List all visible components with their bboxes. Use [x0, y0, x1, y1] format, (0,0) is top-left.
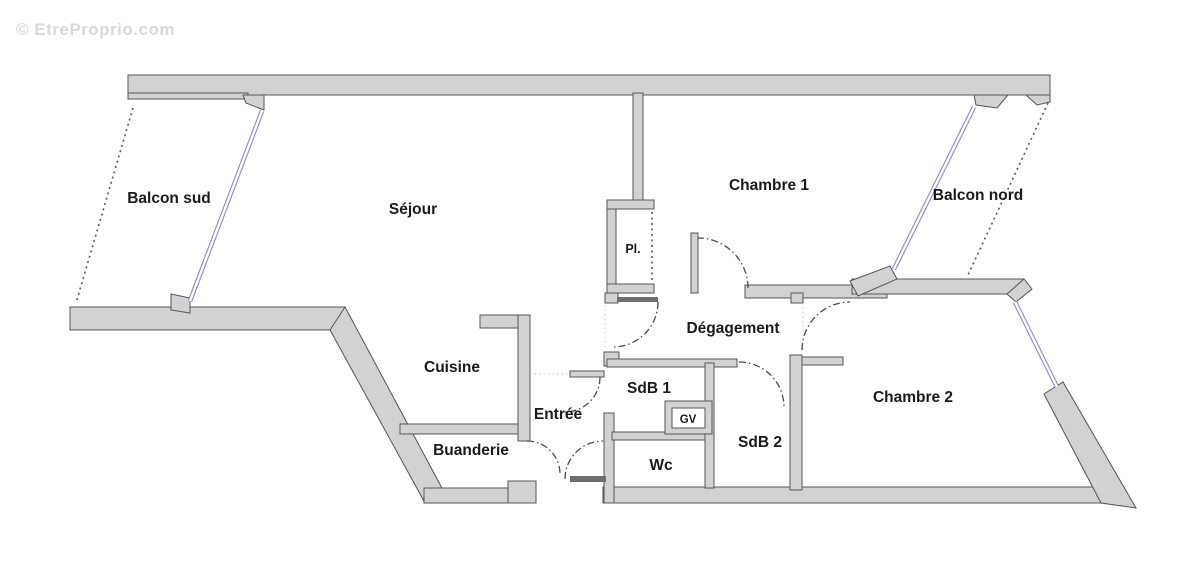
door-leaves	[570, 297, 658, 482]
window-sill	[849, 265, 898, 297]
wall-partition-sejour-entree	[569, 370, 605, 378]
window-sill	[973, 94, 1010, 109]
label-sejour: Séjour	[389, 201, 437, 218]
wall-cuisine-entree	[517, 314, 531, 442]
door-arc-sdb2	[738, 361, 785, 408]
door-leaf-front	[570, 476, 606, 482]
balcony-edges	[75, 102, 1049, 304]
walls	[69, 74, 1137, 509]
door-leaf-degagement	[617, 297, 658, 302]
room-labels: Balcon sud Séjour Chambre 1 Balcon nord …	[127, 177, 1023, 474]
wall-buanderie-top	[399, 423, 519, 435]
label-wc: Wc	[649, 457, 673, 474]
wall-bottom-right	[602, 486, 1124, 504]
wall-chambre1-doorstub	[690, 232, 699, 294]
door-arc-chambre1	[697, 237, 749, 289]
door-arc-front-door	[564, 440, 604, 480]
label-balcon-nord: Balcon nord	[933, 187, 1023, 204]
label-placard: Pl.	[625, 242, 640, 256]
window-sill	[242, 94, 265, 111]
wall-chambre2-arm	[801, 356, 844, 366]
open-boundaries	[530, 303, 804, 375]
label-entree: Entrée	[534, 406, 583, 423]
watermark: © EtreProprio.com	[16, 20, 175, 39]
label-sdb-1: SdB 1	[627, 380, 671, 397]
door-arc-entree-sejour	[564, 376, 601, 413]
label-chambre-1: Chambre 1	[729, 177, 809, 194]
wall-chambre2-left	[789, 354, 803, 491]
wall-top-left-lip	[127, 92, 249, 100]
label-buanderie: Buanderie	[433, 442, 509, 459]
label-degagement: Dégagement	[686, 320, 779, 337]
windows	[187, 105, 1060, 389]
wall-stub	[604, 292, 619, 304]
wall-sdb-top	[606, 358, 738, 368]
label-cuisine: Cuisine	[424, 359, 480, 376]
balcon-sud-edge	[75, 107, 134, 304]
wall-top-right-end	[1024, 94, 1051, 106]
window-balcon-sud-inner	[188, 110, 264, 302]
wall-bottom-step	[507, 480, 537, 504]
door-arc-degagement	[612, 301, 659, 348]
wall-top	[127, 74, 1051, 96]
wall-sejour-chambre1	[632, 92, 644, 203]
window-balcon-nord-inner	[892, 106, 976, 270]
door-arc-buanderie	[526, 440, 561, 475]
balcon-nord-edge	[967, 102, 1049, 276]
label-gv: GV	[680, 414, 697, 426]
gv-interior	[671, 407, 706, 429]
window-sill	[170, 293, 191, 314]
wall-placard-left	[606, 199, 617, 294]
label-sdb-2: SdB 2	[738, 434, 782, 451]
label-balcon-sud: Balcon sud	[127, 190, 211, 207]
door-arc-chambre2	[801, 301, 851, 351]
wall-entree-wc	[603, 412, 615, 504]
window-chambre2-inner	[1013, 301, 1059, 388]
wall-placard-top	[606, 199, 655, 210]
door-arcs	[526, 237, 851, 480]
wall-balcon-sud-bottom	[69, 306, 346, 331]
wall-stub	[790, 292, 804, 304]
wall-placard-bottom	[606, 283, 655, 294]
wall-diagonal-southwest	[329, 306, 444, 504]
label-chambre-2: Chambre 2	[873, 389, 953, 406]
